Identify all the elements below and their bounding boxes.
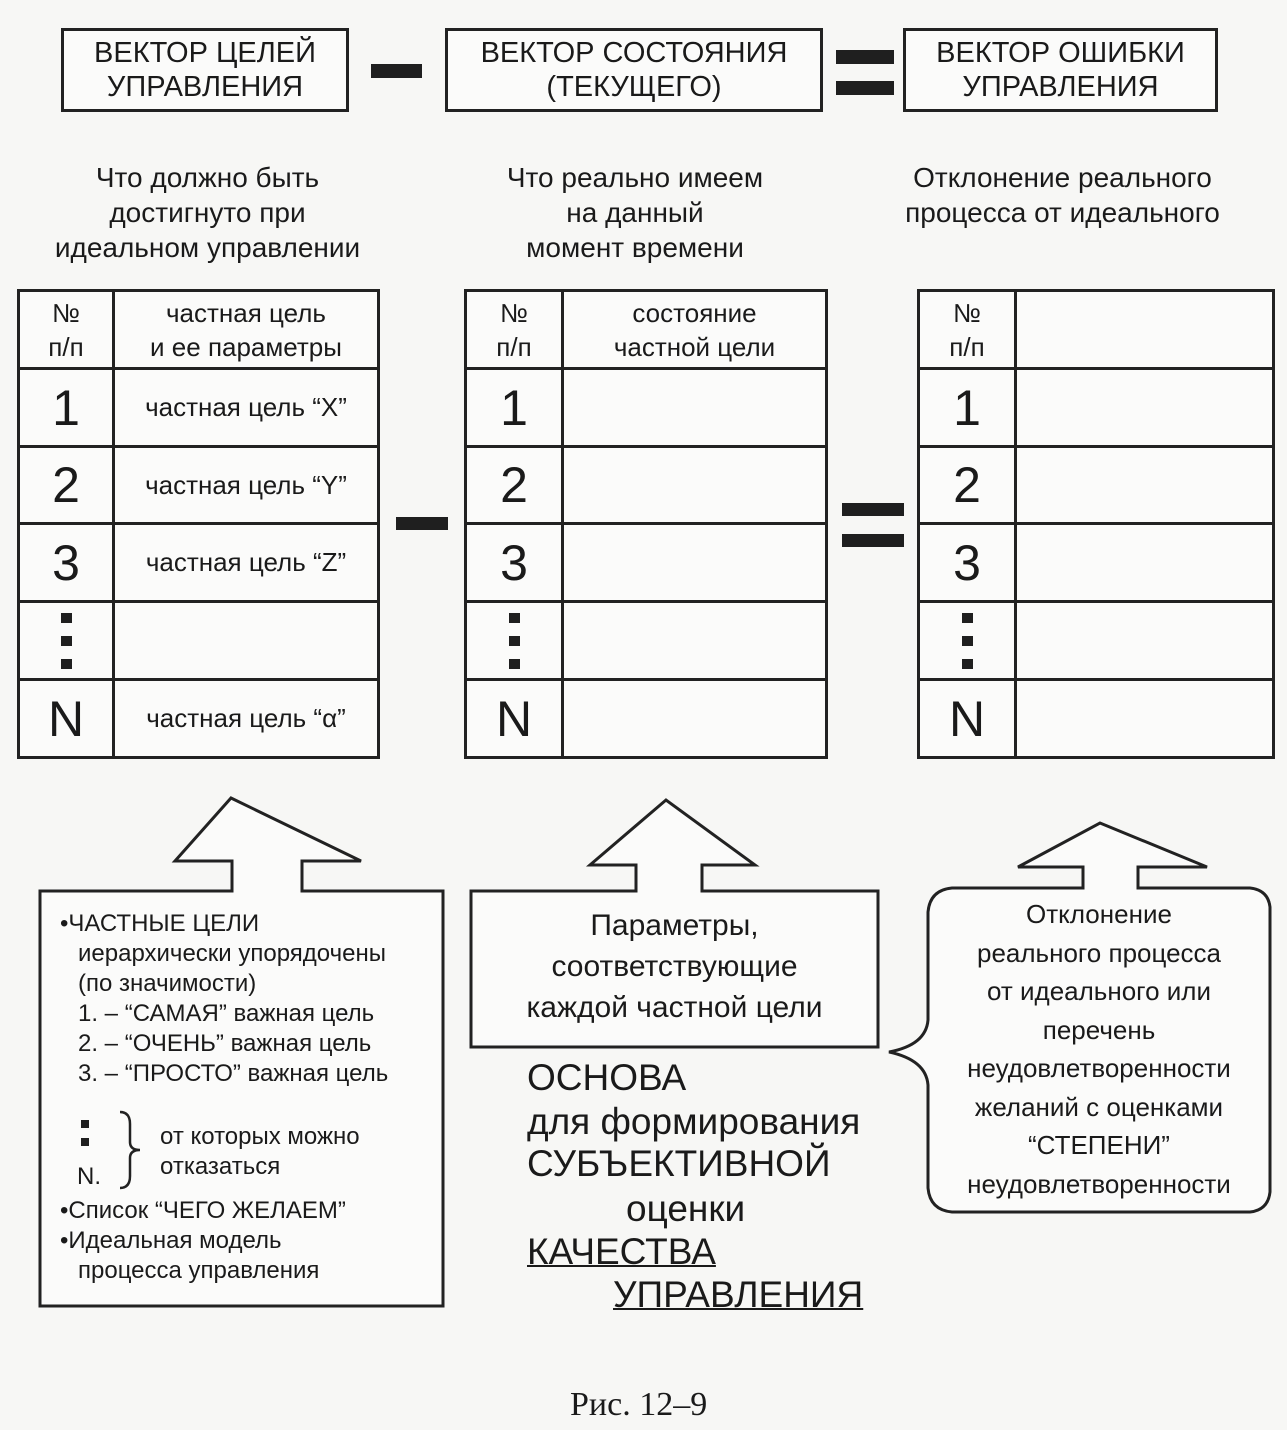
error-vector-line2: УПРАВЛЕНИЯ [962,71,1159,103]
row-number: 2 [17,445,115,525]
state-cell [561,678,828,759]
goal-vector-line2: УПРАВЛЕНИЯ [106,71,304,103]
error-vector-box: ВЕКТОР ОШИБКИ УПРАВЛЕНИЯ [903,28,1218,112]
vertical-ellipsis-icon [917,600,1017,681]
row-number: 3 [464,522,564,603]
table-equals-sign [842,503,904,547]
goal-description: Что должно быть достигнуто при идеальном… [54,162,361,263]
basis-line-5: КАЧЕСТВА [527,1231,716,1272]
row-number: N [917,678,1017,759]
left-note-dots-icon [81,1120,89,1156]
priority-item: 3. – “ПРОСТО” важная цель [78,1060,389,1087]
row-number: 1 [17,367,115,448]
bullet-dot-icon: • [60,1197,69,1224]
error-cell [1014,600,1275,681]
goal-cell: частная цель “X” [112,367,380,448]
table-row-ellipsis [464,600,828,681]
vertical-ellipsis-icon [17,600,115,681]
table-row: 3 [917,522,1275,603]
basis-line-2: для формирования [527,1101,861,1142]
table-row-ellipsis [917,600,1275,681]
state-vector-box: ВЕКТОР СОСТОЯНИЯ (ТЕКУЩЕГО) [445,28,823,112]
row-number: N [17,678,115,759]
row-number: 1 [464,367,564,448]
state-cell [561,522,828,603]
row-number: 3 [17,522,115,603]
table-row: 1 [917,367,1275,448]
table-row: 3 частная цель “Z” [17,522,380,603]
vertical-ellipsis-icon [464,600,564,681]
table-row: 2 [917,445,1275,525]
note-bullet-goals: •ЧАСТНЫЕ ЦЕЛИ [60,910,260,937]
state-vector-line1: ВЕКТОР СОСТОЯНИЯ [480,37,788,69]
bullet-dot-icon: • [60,1227,69,1254]
table-row: 3 [464,522,828,603]
priority-item: 2. – “ОЧЕНЬ” важная цель [78,1030,372,1057]
middle-note: Параметры, соответствующие каждой частно… [526,909,823,1024]
state-cell [561,445,828,525]
goal-cell: частная цель “Y” [112,445,380,525]
header-minus-sign [371,64,422,78]
header-equals-sign [836,50,894,96]
table-row: N [917,678,1275,759]
basis-line-4: оценки [626,1188,746,1229]
row-number: 3 [917,522,1017,603]
row-number: 2 [464,445,564,525]
error-cell [1014,522,1275,603]
error-cell [1014,445,1275,525]
right-brace-icon [119,1110,141,1190]
error-cell [1014,367,1275,448]
basis-line-6: УПРАВЛЕНИЯ [613,1274,864,1315]
left-note-brace-text: от которых можно отказаться [160,1123,360,1180]
state-description: Что реально имеем на данный момент време… [506,162,764,263]
table-row: N частная цель “α” [17,678,380,759]
goal-cell: частная цель “Z” [112,522,380,603]
right-note: Отклонение реального процесса от идеальн… [967,899,1231,1199]
bullet-dot-icon: • [60,910,69,937]
basis-line-3: СУБЪЕКТИВНОЙ [527,1143,831,1184]
figure-caption: Рис. 12–9 [570,1386,708,1423]
goal-cell [112,600,380,681]
table-row: 2 частная цель “Y” [17,445,380,525]
goal-vector-line1: ВЕКТОР ЦЕЛЕЙ [94,37,316,69]
goal-cell: частная цель “α” [112,678,380,759]
note-bullet-wishes: •Список “ЧЕГО ЖЕЛАЕМ” [60,1197,346,1224]
error-vector-line1: ВЕКТОР ОШИБКИ [936,37,1185,69]
row-number: N [464,678,564,759]
priority-item: 1. – “САМАЯ” важная цель [78,1000,375,1027]
table-row: 1 [464,367,828,448]
note-bullet-model: •Идеальная модель [60,1227,282,1254]
table-minus-sign [396,517,448,530]
basis-line-1: ОСНОВА [527,1057,687,1098]
state-vector-line2: (ТЕКУЩЕГО) [546,71,722,103]
error-table-header-label [1014,289,1275,370]
state-cell [561,600,828,681]
row-number: 2 [917,445,1017,525]
row-number: 1 [917,367,1017,448]
left-note: •ЧАСТНЫЕ ЦЕЛИ иерархически упорядочены (… [60,909,440,1089]
table-row: N [464,678,828,759]
left-note-tail: •Список “ЧЕГО ЖЕЛАЕМ” •Идеальная модель … [60,1196,440,1286]
goal-vector-box: ВЕКТОР ЦЕЛЕЙ УПРАВЛЕНИЯ [61,28,349,112]
error-description: Отклонение реального процесса от идеальн… [905,162,1220,228]
table-row: 2 [464,445,828,525]
state-cell [561,367,828,448]
error-cell [1014,678,1275,759]
table-row: 1 частная цель “X” [17,367,380,448]
left-note-n-label: N. [77,1163,101,1190]
table-row-ellipsis [17,600,380,681]
